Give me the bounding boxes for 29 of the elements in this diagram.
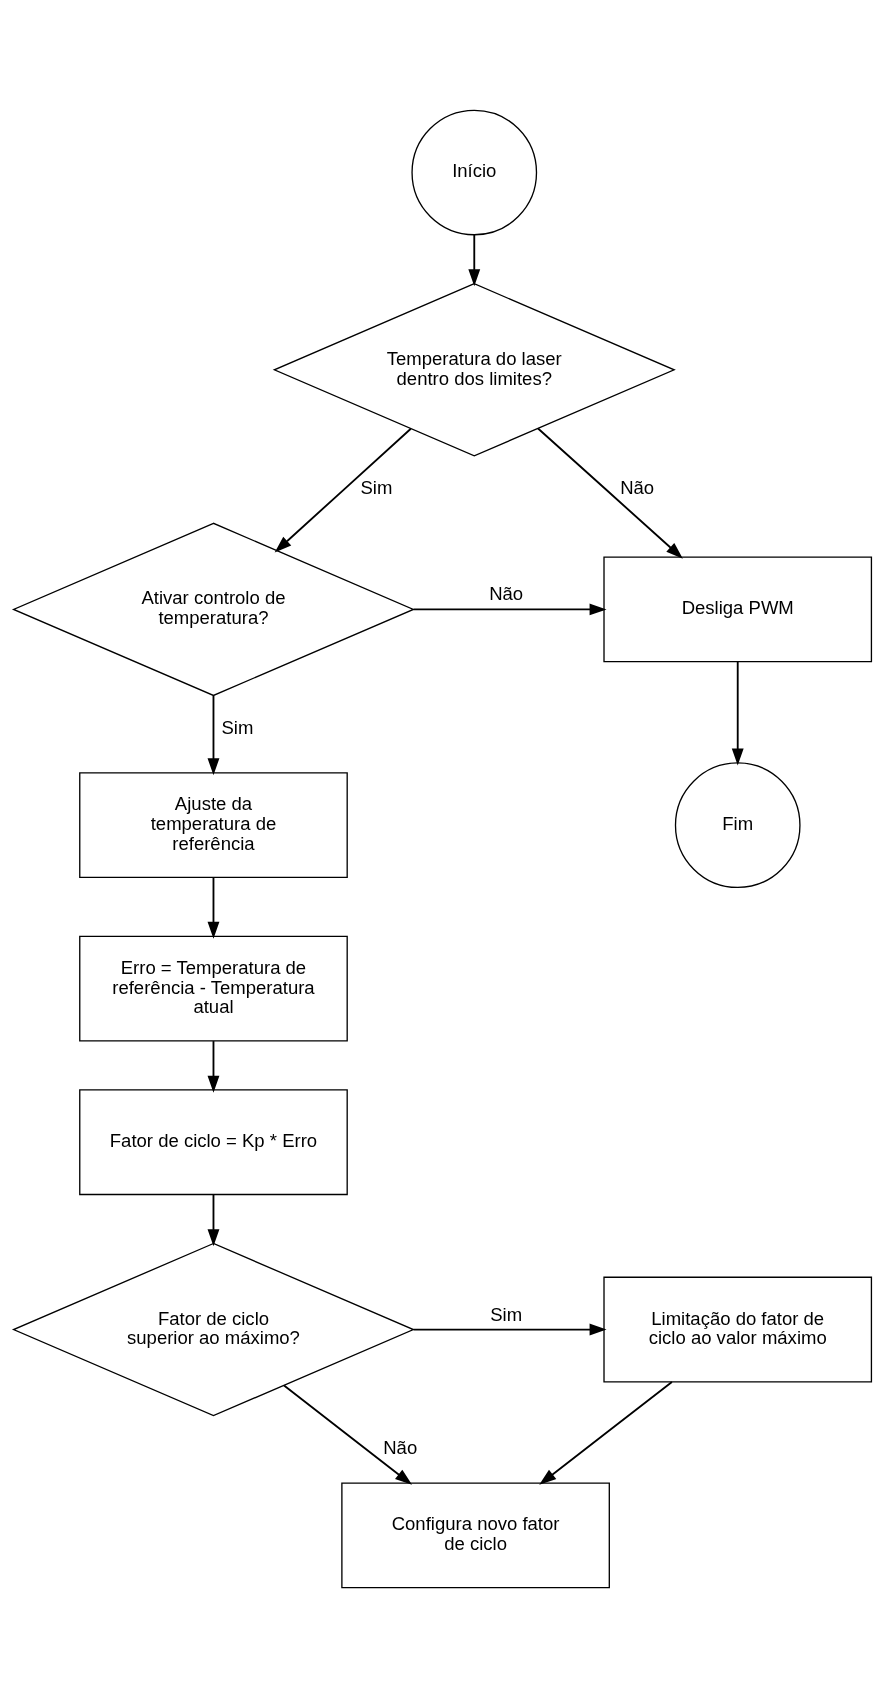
- node-box: Erro = Temperatura de referência - Temperatura atual: [79, 935, 348, 1042]
- edge-label: Não: [383, 1436, 418, 1458]
- node-diamond: Fator de ciclo superior ao máximo?: [11, 1242, 416, 1416]
- node-box: Limitação do fator de ciclo ao valor máximo: [603, 1276, 873, 1382]
- arrow: [283, 1384, 413, 1485]
- arrow: [207, 1039, 220, 1093]
- node-box: Ajuste da temperatura de referência: [79, 771, 348, 878]
- node-circle: Início: [411, 109, 538, 235]
- node-box: Configura novo fator de ciclo: [341, 1481, 610, 1588]
- arrow: [412, 602, 607, 615]
- arrow: [468, 233, 481, 286]
- edge-label: Sim: [360, 476, 393, 498]
- node-diamond: Ativar controlo de temperatura?: [11, 522, 416, 696]
- edge-label: Não: [620, 476, 655, 498]
- arrow: [537, 427, 683, 559]
- node-box: Fator de ciclo = Kp * Erro: [79, 1088, 348, 1195]
- arrow: [412, 1323, 607, 1335]
- edge-label: Não: [489, 582, 524, 604]
- arrow: [207, 876, 220, 939]
- node-circle: Fim: [674, 761, 801, 888]
- arrow: [274, 427, 412, 552]
- node-box: Desliga PWM: [603, 555, 873, 662]
- arrow: [539, 1380, 673, 1485]
- arrow: [207, 694, 220, 775]
- edge-label: Sim: [221, 716, 254, 738]
- arrow: [207, 1193, 220, 1246]
- edge-label: Sim: [490, 1303, 523, 1325]
- arrow: [731, 660, 744, 765]
- node-diamond: Temperatura do laser dentro dos limites?: [272, 282, 676, 457]
